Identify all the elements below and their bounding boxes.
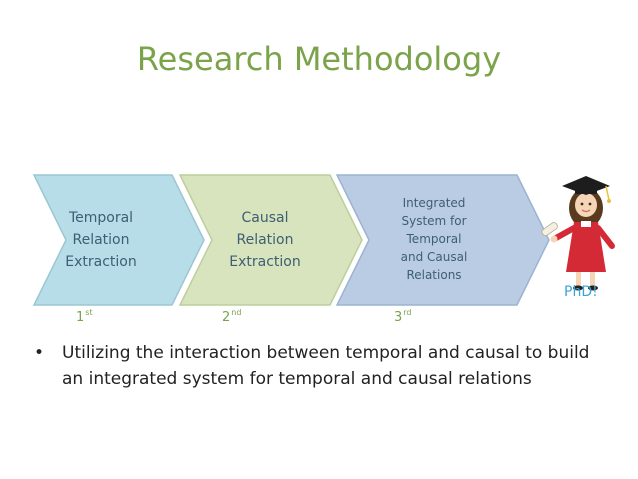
stage-3-line-1: Integrated <box>402 196 466 210</box>
stage-arrow-1 <box>32 174 205 306</box>
stage-3-line-3: Temporal <box>406 232 462 246</box>
stage-3-line-5: Relations <box>406 268 462 282</box>
stage-2-line-1: Causal <box>241 210 289 226</box>
stage-arrow-2 <box>178 174 363 306</box>
stage-label-2: Causal Relation Extraction <box>210 207 320 273</box>
ordinal-1-suffix: st <box>85 308 93 317</box>
bullet-item: • Utilizing the interaction between temp… <box>34 340 614 392</box>
phd-label: PhD! <box>564 284 598 300</box>
stage-3-line-2: System for <box>401 214 467 228</box>
bullet-line-1: Utilizing the interaction between tempor… <box>62 343 590 363</box>
graduate-icon <box>541 176 615 291</box>
ordinal-3-number: 3 <box>394 310 403 325</box>
stage-2-line-2: Relation <box>236 232 294 248</box>
ordinal-2-number: 2 <box>222 310 231 325</box>
ordinal-3: 3rd <box>394 308 412 325</box>
ordinal-2: 2nd <box>222 308 241 325</box>
stage-arrow-3 <box>335 174 550 306</box>
stage-label-3: Integrated System for Temporal and Causa… <box>384 194 484 284</box>
bullet-line-2: an integrated system for temporal and ca… <box>62 369 532 389</box>
slide-title: Research Methodology <box>136 40 502 78</box>
stage-3-line-4: and Causal <box>400 250 468 264</box>
ordinal-3-suffix: rd <box>403 308 412 317</box>
stage-2-line-3: Extraction <box>229 254 301 270</box>
ordinal-2-suffix: nd <box>231 308 242 317</box>
stage-1-line-2: Relation <box>72 232 130 248</box>
ordinal-1-number: 1 <box>76 310 85 325</box>
stage-1-line-1: Temporal <box>68 210 134 226</box>
bullet-list: • Utilizing the interaction between temp… <box>34 340 614 392</box>
bullet-marker: • <box>34 343 45 363</box>
ordinal-1: 1st <box>76 308 93 325</box>
stage-1-line-3: Extraction <box>65 254 137 270</box>
stage-label-1: Temporal Relation Extraction <box>46 207 156 273</box>
